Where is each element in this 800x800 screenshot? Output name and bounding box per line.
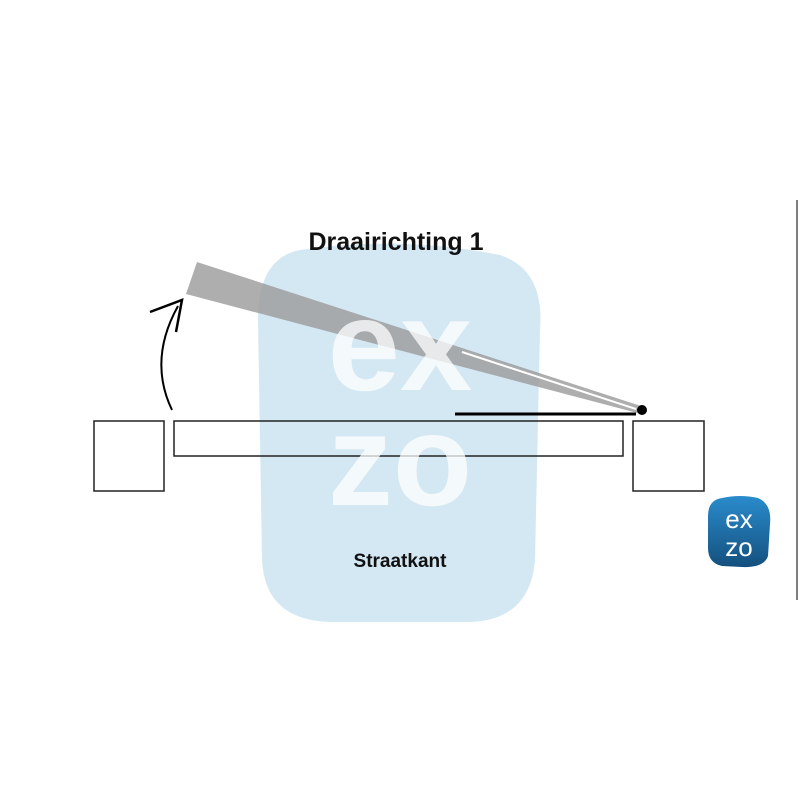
watermark-text-top: ex — [328, 272, 473, 418]
exzo-logo: ex zo — [708, 496, 771, 568]
hinge-icon — [637, 405, 647, 415]
logo-text-top: ex — [725, 504, 752, 534]
open-door-panel — [186, 262, 641, 414]
watermark-logo: ex zo — [328, 272, 473, 533]
left-post — [93, 420, 165, 492]
logo-text-bottom: zo — [725, 532, 752, 562]
street-side-label: Straatkant — [354, 551, 448, 572]
right-post — [632, 420, 705, 492]
door-edge-line — [461, 351, 637, 410]
watermark-text-bottom: zo — [328, 387, 472, 533]
watermark-logo-shape — [258, 243, 541, 623]
diagram-title: Draairichting 1 — [308, 228, 483, 256]
closed-door — [173, 420, 624, 457]
rotation-arrow-icon — [149, 298, 184, 411]
